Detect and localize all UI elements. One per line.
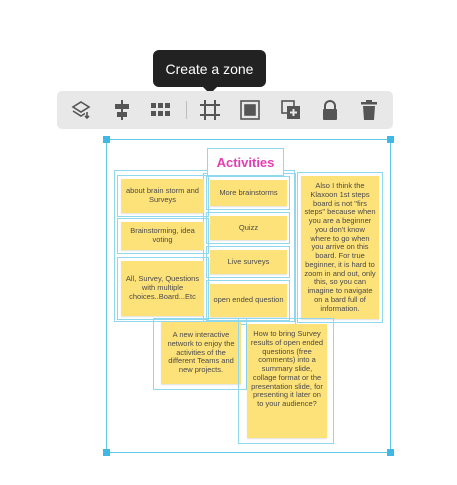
create-zone-button[interactable] xyxy=(198,98,222,122)
duplicate-button[interactable] xyxy=(279,98,303,122)
delete-button[interactable] xyxy=(357,98,381,122)
create-zone-icon xyxy=(200,100,220,120)
sticky-note[interactable]: Also I think the Klaxoon 1st steps board… xyxy=(301,176,379,319)
duplicate-icon xyxy=(281,100,300,119)
lock-icon xyxy=(323,100,337,120)
sticky-note-outline xyxy=(297,172,383,323)
sticky-note-outline xyxy=(206,176,290,210)
sticky-note-outline xyxy=(153,318,247,390)
align-center-icon xyxy=(115,100,129,120)
frame-button[interactable] xyxy=(238,98,262,122)
sticky-note[interactable]: Live surveys xyxy=(210,250,287,274)
zone-title[interactable]: Activities xyxy=(207,148,284,176)
selection-toolbar xyxy=(57,91,393,129)
sticky-note[interactable]: about brain storm and Surveys xyxy=(121,179,204,213)
resize-handle-bottom-left[interactable] xyxy=(103,449,110,456)
toolbar-separator xyxy=(186,101,187,119)
sticky-note[interactable]: Quizz xyxy=(210,216,287,240)
arrange-grid-button[interactable] xyxy=(149,98,173,122)
layers-icon xyxy=(71,101,91,120)
sticky-note[interactable]: A new interactive network to enjoy the a… xyxy=(161,322,241,384)
sticky-note[interactable]: More brainstorms xyxy=(210,180,287,206)
sticky-note-outline xyxy=(117,175,209,217)
align-button[interactable] xyxy=(110,98,134,122)
resize-handle-top-left[interactable] xyxy=(103,136,110,143)
sticky-note[interactable]: open ended question xyxy=(210,284,287,317)
create-zone-tooltip: Create a zone xyxy=(153,50,266,94)
resize-handle-bottom-right[interactable] xyxy=(387,449,394,456)
frame-icon xyxy=(240,100,260,120)
lock-button[interactable] xyxy=(318,98,342,122)
sticky-note-outline xyxy=(117,257,209,320)
sticky-note-outline xyxy=(206,246,290,278)
sticky-note[interactable]: Brainstorming, idea voting xyxy=(121,222,204,250)
sticky-note[interactable]: How to bring Survey results of open ende… xyxy=(247,324,327,438)
sticky-note-outline xyxy=(117,218,209,254)
grid-icon xyxy=(151,103,170,116)
sticky-note-outline xyxy=(206,212,290,244)
resize-handle-top-right[interactable] xyxy=(387,136,394,143)
sticky-note-outline xyxy=(238,318,334,444)
sticky-note-outline xyxy=(206,280,290,321)
trash-icon xyxy=(361,100,377,120)
sticky-note[interactable]: All, Survey, Questions with multiple cho… xyxy=(121,261,204,316)
layers-button[interactable] xyxy=(69,98,93,122)
selection-frame[interactable] xyxy=(106,139,391,453)
group-outline xyxy=(114,170,295,322)
